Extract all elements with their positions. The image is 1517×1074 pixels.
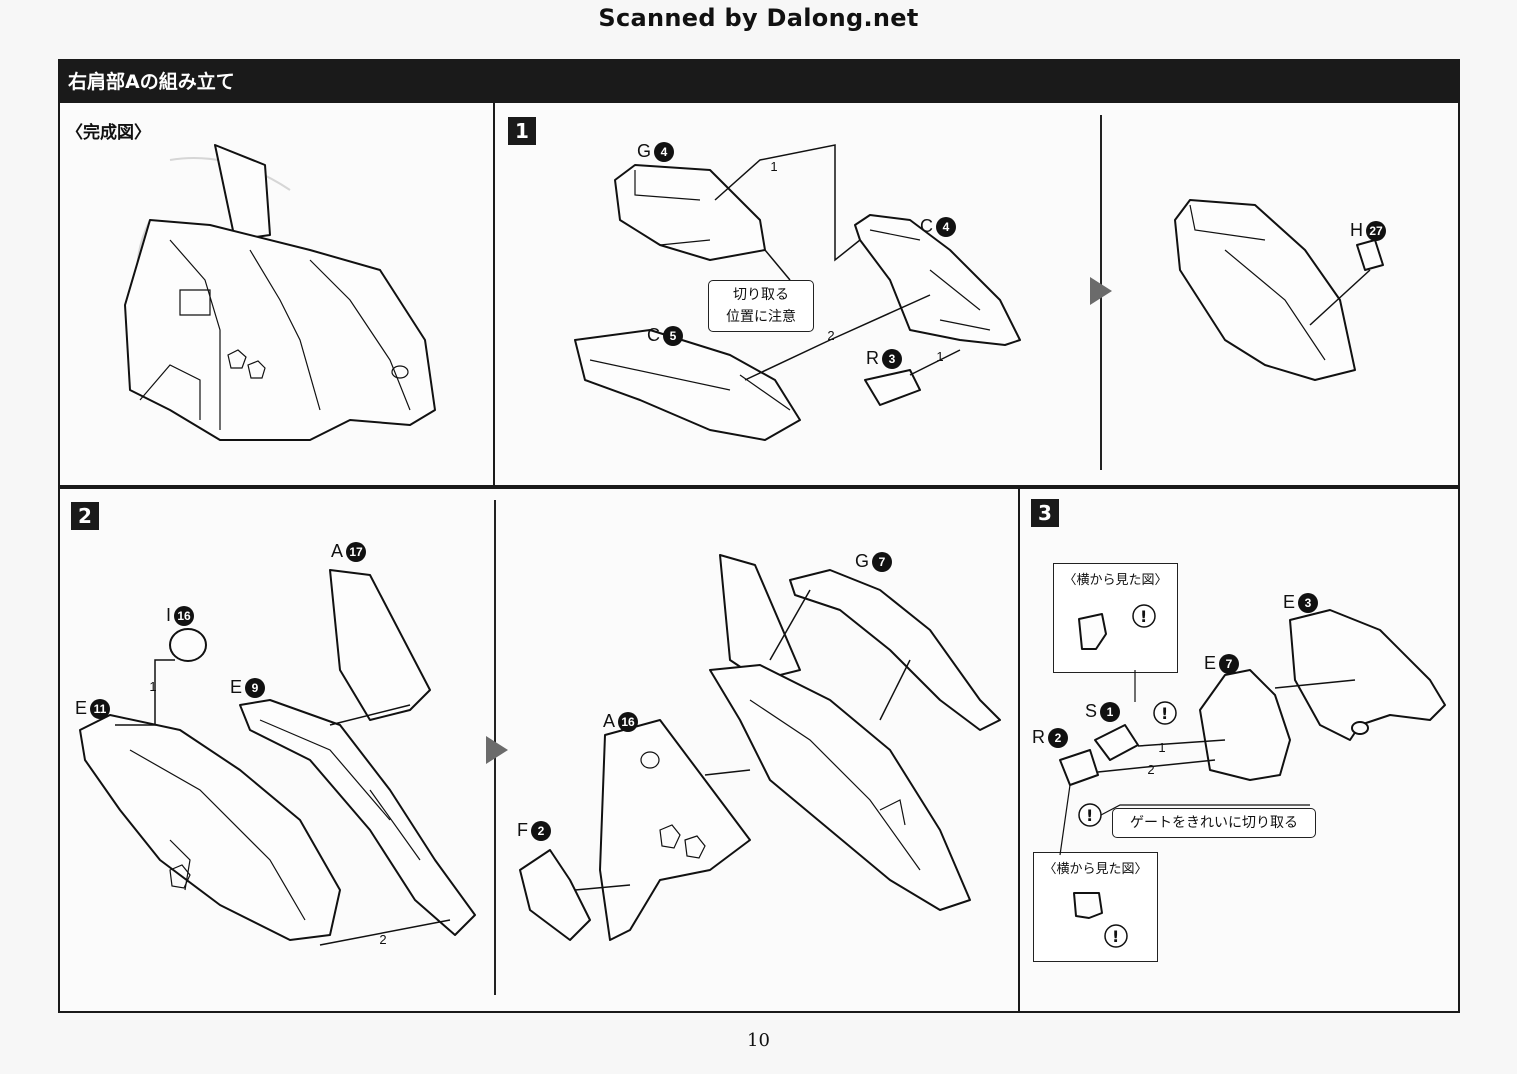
part-label-s1: S 1 bbox=[1085, 701, 1121, 722]
gate-cut-note: ゲートをきれいに切り取る bbox=[1112, 808, 1316, 838]
side-view-box-top: 〈横から見た図〉 ! bbox=[1053, 563, 1178, 673]
part-label-c4: C 4 bbox=[920, 216, 956, 237]
svg-text:!: ! bbox=[1086, 806, 1093, 825]
page-number: 10 bbox=[747, 1030, 770, 1051]
part-number: 1 bbox=[1100, 701, 1121, 722]
side-view-part: ! bbox=[1073, 892, 1128, 948]
step3-badge: 3 bbox=[1031, 499, 1059, 527]
step2-result-drawing bbox=[519, 554, 1001, 941]
order-badge-2: 2 bbox=[827, 328, 835, 343]
order-badge-2: 2 bbox=[379, 932, 387, 947]
side-view-part: ! bbox=[1078, 604, 1156, 650]
part-label-a16: A 16 bbox=[603, 711, 639, 732]
step3-drawing: ! ! bbox=[1059, 609, 1446, 856]
svg-text:!: ! bbox=[1161, 704, 1168, 723]
part-label-r3: R 3 bbox=[866, 348, 902, 369]
part-label-e7: E 7 bbox=[1204, 653, 1240, 674]
part-label-r2: R 2 bbox=[1032, 727, 1068, 748]
order-badge-2: 2 bbox=[1147, 762, 1155, 777]
part-label-f2: F 2 bbox=[517, 820, 551, 841]
part-label-h27: H 27 bbox=[1350, 220, 1386, 241]
part-number: 5 bbox=[663, 325, 683, 346]
part-number: 9 bbox=[245, 677, 266, 698]
watermark: Scanned by Dalong.net bbox=[598, 4, 919, 32]
order-badge-1: 1 bbox=[770, 159, 778, 174]
part-number: 3 bbox=[1298, 592, 1319, 613]
side-view-box-bottom: 〈横から見た図〉 ! bbox=[1033, 852, 1158, 962]
part-number: 2 bbox=[531, 820, 551, 841]
part-label-g7: G 7 bbox=[855, 551, 893, 572]
part-label-c5: C 5 bbox=[647, 325, 683, 346]
completed-view-label: 〈完成図〉 bbox=[66, 123, 151, 143]
svg-text:!: ! bbox=[1112, 927, 1119, 946]
cut-position-note: 切り取る 位置に注意 bbox=[708, 280, 814, 332]
part-label-g4: G 4 bbox=[637, 141, 675, 162]
order-badge-1: 1 bbox=[149, 679, 157, 694]
part-number: 7 bbox=[872, 551, 893, 572]
step1-badge: 1 bbox=[508, 117, 536, 145]
part-label-e11: E 11 bbox=[75, 698, 111, 719]
step1-result-drawing bbox=[1174, 199, 1384, 381]
next-arrow-icon bbox=[486, 736, 508, 764]
next-arrow-icon bbox=[1090, 277, 1112, 305]
part-number: 7 bbox=[1219, 653, 1240, 674]
part-label-e3: E 3 bbox=[1283, 592, 1319, 613]
part-number: 3 bbox=[882, 348, 902, 369]
step2-badge: 2 bbox=[71, 502, 99, 530]
step1-drawing bbox=[574, 144, 1021, 441]
part-number: 2 bbox=[1048, 727, 1068, 748]
part-label-e9: E 9 bbox=[230, 677, 266, 698]
part-label-a17: A 17 bbox=[331, 541, 367, 562]
order-badge-1: 1 bbox=[936, 349, 944, 364]
part-number: 16 bbox=[174, 605, 195, 626]
part-number: 27 bbox=[1366, 220, 1386, 241]
part-number: 16 bbox=[618, 711, 639, 732]
part-label-i16: I 16 bbox=[166, 605, 195, 626]
order-badge-1: 1 bbox=[1158, 740, 1166, 755]
completed-assembly-drawing bbox=[124, 144, 436, 441]
part-number: 4 bbox=[654, 141, 675, 162]
part-number: 4 bbox=[936, 216, 956, 237]
part-number: 11 bbox=[90, 698, 111, 719]
svg-text:!: ! bbox=[1140, 607, 1147, 626]
section-title: 右肩部Aの組み立て bbox=[68, 71, 235, 93]
section-header: 右肩部Aの組み立て bbox=[58, 59, 1460, 101]
step2-drawing bbox=[79, 569, 476, 946]
part-number: 17 bbox=[346, 541, 367, 562]
